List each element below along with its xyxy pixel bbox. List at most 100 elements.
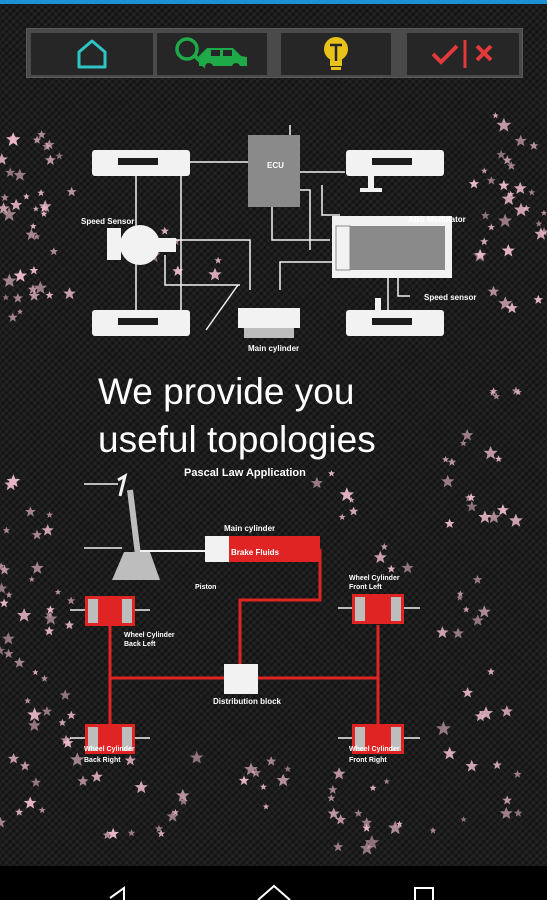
sparkle-star (59, 689, 71, 700)
recents-icon[interactable] (412, 886, 436, 900)
sparkle-star (462, 606, 470, 613)
sparkle-star (441, 474, 455, 488)
sparkle-star (266, 756, 277, 766)
status-bar-strip (0, 0, 547, 4)
sparkle-star (452, 627, 464, 639)
home-icon[interactable] (256, 884, 292, 900)
home-button[interactable] (31, 33, 153, 75)
sparkle-star (499, 806, 513, 820)
wheel-front-left-line2: Front Left (349, 584, 382, 591)
sparkle-star (462, 687, 474, 698)
sparkle-star (46, 511, 53, 518)
sparkle-star (23, 796, 37, 809)
sparkle-star (41, 524, 54, 536)
pascal-title: Pascal Law Application (184, 467, 306, 479)
sparkle-star (63, 287, 76, 300)
ecu-label: ECU (267, 161, 284, 170)
sparkle-star (23, 193, 30, 200)
tips-button[interactable] (281, 33, 391, 75)
sparkle-star (77, 775, 89, 787)
sparkle-star (64, 620, 75, 630)
sparkle-star (29, 265, 39, 275)
sparkle-star (328, 785, 338, 794)
sparkle-star (472, 574, 483, 584)
sparkle-star (15, 808, 24, 816)
sparkle-star (40, 674, 49, 682)
sparkle-star (2, 294, 10, 301)
sparkle-star (70, 752, 85, 766)
sparkle-star (481, 211, 490, 220)
sparkle-star (0, 816, 7, 828)
sparkle-star (208, 267, 222, 281)
sparkle-star (90, 770, 103, 783)
sparkle-star (24, 697, 31, 704)
top-toolbar (26, 28, 523, 78)
sparkle-star (528, 189, 536, 196)
sparkle-star (262, 803, 270, 810)
sparkle-star (134, 780, 148, 794)
sparkle-star (496, 504, 509, 516)
sparkle-star (332, 767, 346, 780)
topology-illustration: ECU Speed Sensor ABS M (0, 112, 547, 855)
sparkle-star (8, 753, 20, 764)
sparkle-star (444, 518, 455, 529)
sparkle-star (37, 189, 45, 197)
sparkle-star (487, 667, 495, 676)
sparkle-star (49, 247, 58, 256)
sparkle-star (333, 841, 344, 852)
sparkle-star (481, 167, 488, 174)
sparkle-star (533, 294, 543, 304)
sparkle-star (477, 605, 491, 618)
sparkle-star (32, 669, 39, 676)
sparkle-star (487, 285, 500, 297)
sparkle-star (0, 598, 9, 608)
sparkle-star (513, 770, 522, 778)
sparkle-star (54, 588, 62, 595)
sparkle-star (2, 526, 11, 534)
slogan-line-1: We provide you (98, 371, 355, 412)
sparkle-star (373, 550, 387, 564)
sparkle-star (383, 778, 390, 785)
brake-fluids-label: Brake Fluids (231, 548, 280, 557)
pascal-main-cylinder-label: Main cylinder (224, 524, 275, 533)
sparkle-star (500, 705, 513, 717)
sparkle-star (214, 256, 222, 264)
quiz-button[interactable] (407, 33, 519, 75)
sparkle-star (529, 141, 539, 150)
sparkle-star (259, 783, 267, 790)
wheel-front-left-line1: Wheel Cylinder (349, 575, 400, 582)
wheel-back-right-line1: Wheel Cylinder (84, 746, 135, 753)
sparkle-star (0, 153, 8, 165)
speed-sensor-right-label: Speed sensor (424, 293, 476, 302)
system-navigation-bar (0, 866, 547, 900)
sparkle-star (501, 244, 515, 257)
sparkle-star (387, 564, 396, 573)
sparkle-star (41, 706, 53, 716)
sparkle-star (335, 814, 347, 825)
sparkle-star (401, 561, 414, 574)
search-vehicle-button[interactable] (157, 33, 267, 75)
wheel-back-left-line1: Wheel Cylinder (124, 632, 175, 639)
sparkle-star (0, 645, 6, 656)
sparkle-star (37, 130, 47, 139)
sparkle-star (12, 292, 23, 303)
back-icon[interactable] (108, 886, 138, 900)
sparkle-star (46, 605, 55, 614)
sparkle-star (55, 152, 64, 160)
sparkle-star (466, 500, 478, 512)
sparkle-star (496, 149, 506, 159)
wheel-front-right-line1: Wheel Cylinder (349, 746, 400, 753)
sparkle-star (429, 827, 437, 834)
sparkle-star (327, 807, 340, 819)
sparkle-star (160, 226, 169, 235)
distribution-block-label: Distribution block (213, 697, 282, 706)
sparkle-star (7, 312, 18, 322)
sparkle-star (127, 829, 136, 837)
check-cross-icon (431, 40, 493, 68)
sparkle-star (498, 213, 513, 228)
sparkle-star (31, 777, 41, 787)
pascal-diagram: Pascal Law Application Brake Fluids Main… (70, 467, 420, 764)
sparkle-star (67, 596, 76, 605)
slogan-line-2: useful topologies (98, 419, 376, 460)
